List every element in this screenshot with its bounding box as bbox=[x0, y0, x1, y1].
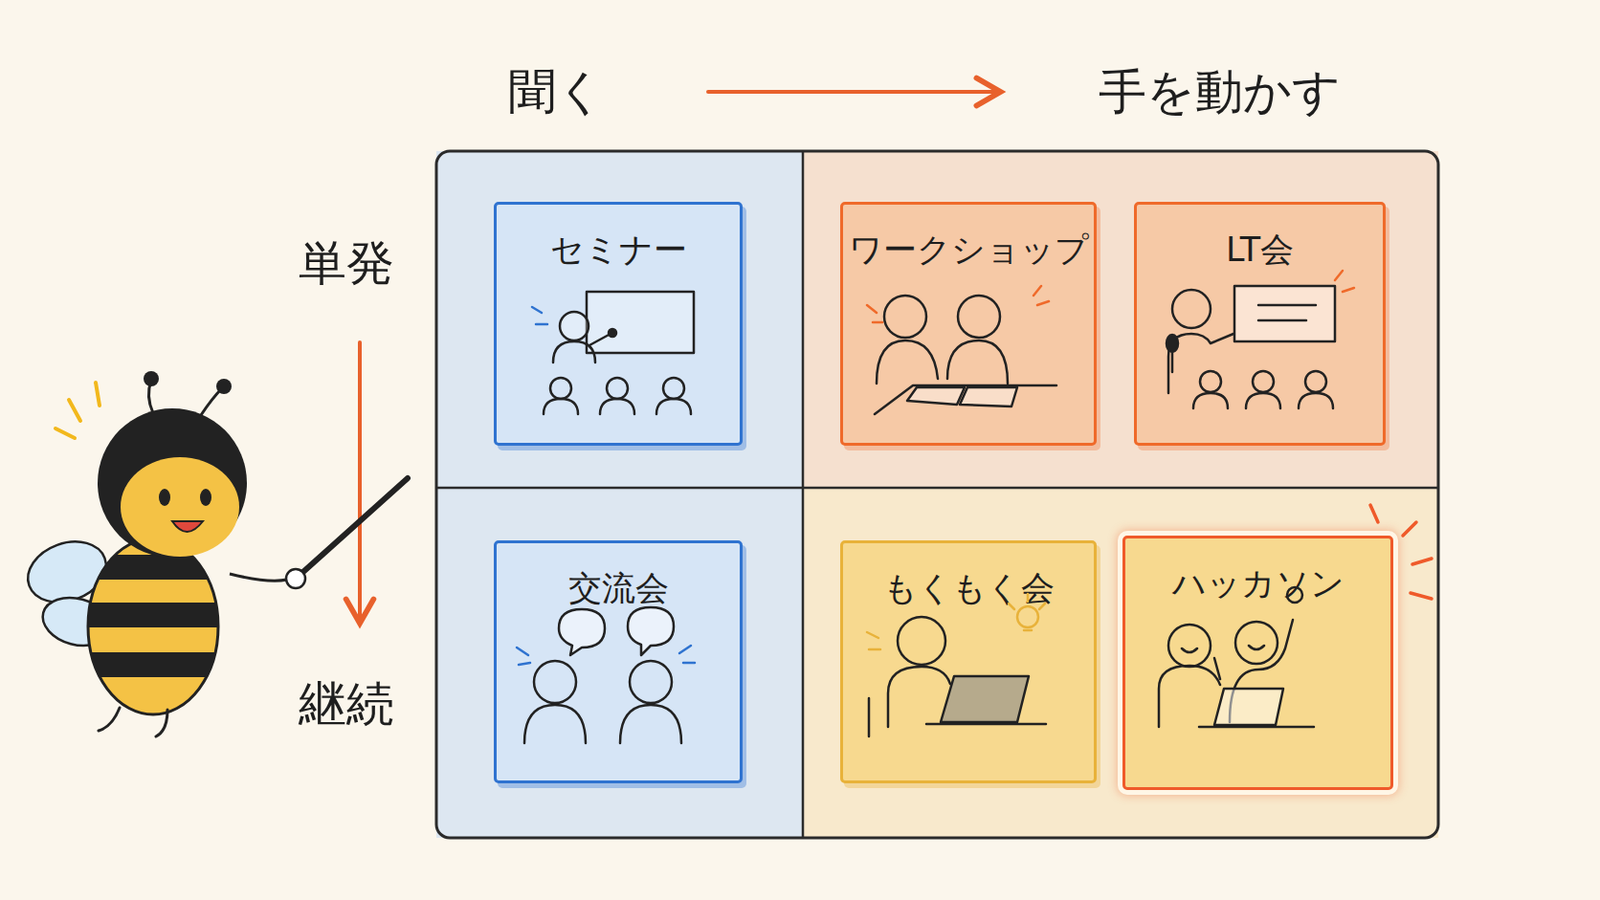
axis-arrow bbox=[357, 342, 362, 621]
bee-illustration bbox=[19, 371, 408, 737]
grid-cell bbox=[802, 151, 1439, 489]
event-card: もくもく会 bbox=[840, 540, 1097, 784]
grid-frame bbox=[436, 151, 1439, 839]
event-card: セミナー bbox=[493, 201, 743, 446]
event-card: LT会 bbox=[1133, 201, 1386, 446]
axis-label: 手を動かす bbox=[1098, 66, 1341, 119]
axis-label: 単発 bbox=[298, 237, 395, 290]
axis-label: 継続 bbox=[298, 678, 395, 732]
axis-label: 聞く bbox=[508, 66, 605, 119]
workshop-illustration bbox=[866, 286, 1057, 415]
card-title: ハッカソン bbox=[1125, 563, 1391, 604]
lt-illustration bbox=[1166, 270, 1355, 409]
highlighted-event-card: ハッカソン bbox=[1122, 535, 1394, 791]
mokumoku-illustration bbox=[866, 594, 1046, 737]
card-title: セミナー bbox=[496, 229, 740, 270]
grid-cell bbox=[436, 151, 803, 489]
event-card: 交流会 bbox=[493, 540, 743, 784]
card-title: ワークショップ bbox=[843, 229, 1094, 270]
event-card: ワークショップ bbox=[840, 201, 1097, 446]
highlight-sparks bbox=[1370, 505, 1432, 600]
grid-divider bbox=[436, 487, 1439, 490]
hackathon-illustration bbox=[1158, 587, 1314, 728]
card-title: LT会 bbox=[1136, 229, 1383, 270]
networking-illustration bbox=[516, 607, 695, 744]
grid-divider bbox=[801, 151, 805, 839]
card-title: もくもく会 bbox=[843, 568, 1094, 609]
grid-cell bbox=[802, 488, 1439, 839]
axis-arrow bbox=[708, 89, 998, 94]
grid-cell bbox=[436, 488, 803, 839]
seminar-illustration bbox=[532, 291, 694, 415]
card-title: 交流会 bbox=[496, 568, 740, 609]
